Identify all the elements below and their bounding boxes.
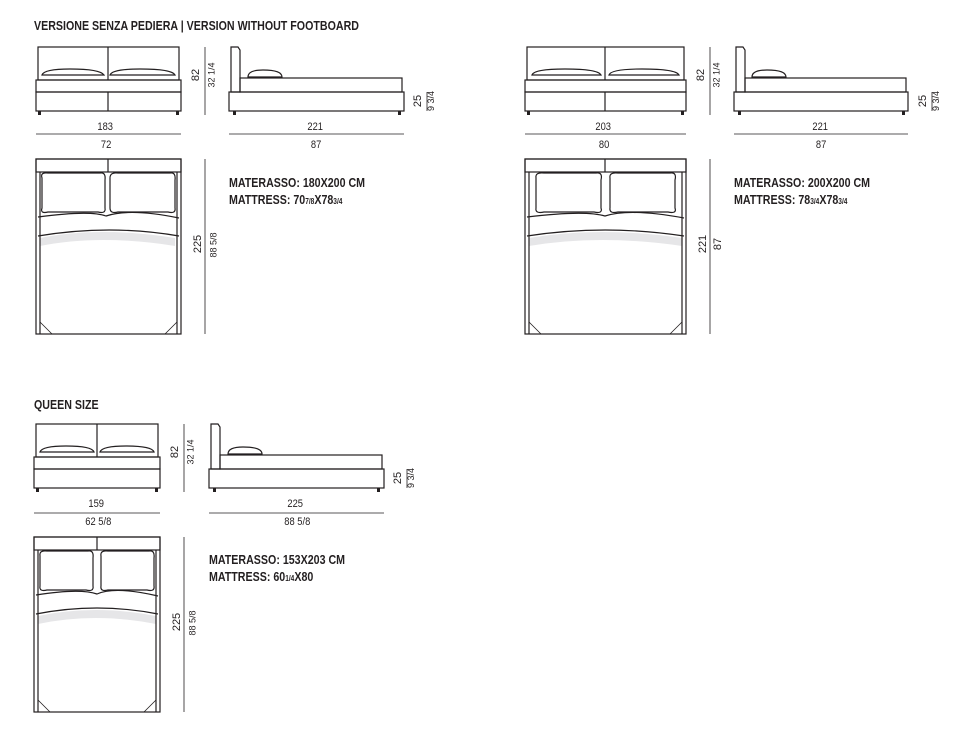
bed-180-height-cm: 82 [190,68,203,82]
bed-180-mattress-en-frac1: 7/8 [305,197,315,206]
bed-200-mattress-en: MATTRESS: 783/4X783/4 [734,191,870,210]
bed-200-base-height-in: 9 3/4 [931,90,942,112]
bed-180-front-view [35,46,206,135]
queen-mattress-spec: MATERASSO: 153X203 CM MATTRESS: 601/4X80 [209,551,345,587]
queen-mattress-en-mid: X80 [294,569,314,584]
bed-180-plan-length-in: 88 5/8 [208,232,219,258]
bed-180-mattress-it: MATERASSO: 180X200 CM [229,175,366,190]
queen-side-view [208,423,408,514]
queen-mattress-it: MATERASSO: 153X203 CM [209,552,346,567]
bed-180-base-height-in: 9 3/4 [426,90,437,112]
queen-mattress-en: MATTRESS: 601/4X80 [209,568,345,587]
bed-200-front-view [524,46,711,135]
bed-200-front-width-cm: 203 [595,121,611,133]
bed-200-base-height-cm: 25 [917,94,930,108]
bed-180-side-view [228,46,428,135]
queen-front-view [33,423,185,514]
bed-180-front-width-in: 72 [100,139,112,151]
bed-200-mattress-spec: MATERASSO: 200X200 CM MATTRESS: 783/4X78… [734,174,870,210]
queen-plan-view [33,536,185,713]
bed-200-mattress-en-prefix: MATTRESS: 78 [734,192,811,207]
bed-180-mattress-en-mid: X78 [314,192,334,207]
queen-side-length-in: 88 5/8 [284,516,311,528]
queen-front-width-in: 62 5/8 [85,516,112,528]
bed-200-side-view [733,46,933,135]
queen-height-in: 32 1/4 [185,439,196,465]
bed-200-mattress-en-frac1: 3/4 [810,197,820,206]
queen-base-height-in: 9 3/4 [406,467,417,489]
bed-200-plan-view [524,158,711,335]
bed-200-side-length-in: 87 [815,139,827,151]
bed-180-mattress-en-frac2: 3/4 [333,197,343,206]
bed-180-base-height-cm: 25 [412,94,425,108]
queen-mattress-en-prefix: MATTRESS: 60 [209,569,286,584]
bed-200-front-width-in: 80 [598,139,610,151]
bed-200-height-cm: 82 [695,68,708,82]
queen-base-height-cm: 25 [392,471,405,485]
bed-180-mattress-en: MATTRESS: 707/8X783/4 [229,191,365,210]
bed-200-mattress-it: MATERASSO: 200X200 CM [734,175,871,190]
queen-side-length-cm: 225 [287,498,303,510]
bed-180-mattress-spec: MATERASSO: 180X200 CM MATTRESS: 707/8X78… [229,174,365,210]
bed-180-side-length-cm: 221 [307,121,323,133]
queen-front-width-cm: 159 [88,498,104,510]
bed-200-plan-length-cm: 221 [697,234,710,254]
bed-200-height-in: 32 1/4 [711,62,722,88]
bed-200-mattress-en-mid: X78 [819,192,839,207]
bed-180-mattress-en-prefix: MATTRESS: 70 [229,192,306,207]
bed-180-side-length-in: 87 [310,139,322,151]
queen-mattress-en-frac1: 1/4 [285,574,295,583]
bed-200-plan-length-in: 87 [712,237,725,251]
bed-200-side-length-cm: 221 [812,121,828,133]
queen-height-cm: 82 [169,445,182,459]
bed-180-height-in: 32 1/4 [206,62,217,88]
heading-queen-size: QUEEN SIZE [34,397,99,412]
bed-200-mattress-en-frac2: 3/4 [838,197,848,206]
heading-without-footboard: VERSIONE SENZA PEDIERA | VERSION WITHOUT… [34,18,359,33]
bed-180-front-width-cm: 183 [97,121,113,133]
bed-180-plan-length-cm: 225 [192,234,205,254]
queen-plan-length-in: 88 5/8 [187,610,198,636]
bed-180-plan-view [35,158,206,335]
queen-plan-length-cm: 225 [171,612,184,632]
